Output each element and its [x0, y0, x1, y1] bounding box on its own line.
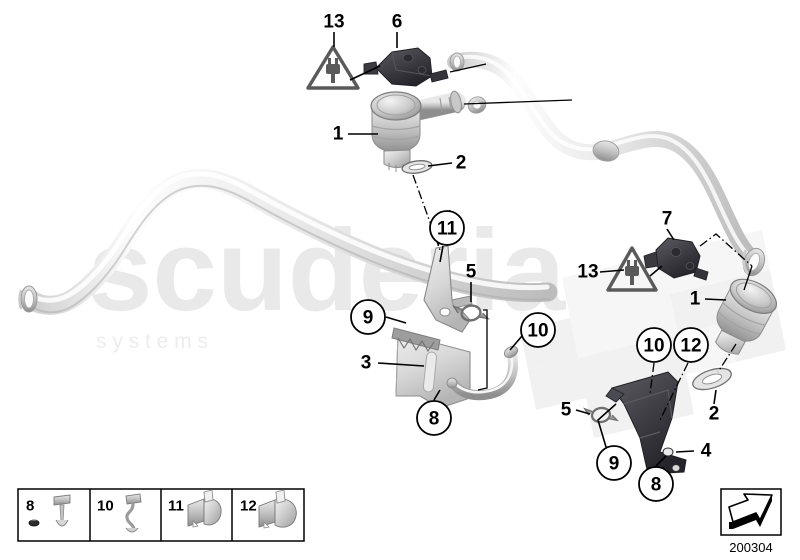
bubble-ring	[596, 445, 632, 481]
callout-bubble-9: 9	[596, 445, 632, 481]
legend-number-10: 10	[97, 498, 114, 515]
main-air-hose	[18, 169, 558, 315]
callout-number-5: 5	[561, 400, 572, 421]
callout-number-13: 13	[577, 262, 598, 283]
connector-warning-right	[606, 246, 658, 292]
bubble-ring	[638, 466, 674, 502]
callout-number-1: 1	[690, 289, 701, 310]
bubble-ring	[350, 299, 386, 335]
bubble-label: 10	[527, 321, 548, 342]
diagram-id-label: 200304	[729, 540, 772, 555]
leader-lines	[333, 32, 753, 453]
callout-bubble-8: 8	[638, 466, 674, 502]
vacuum-line-left	[446, 345, 519, 401]
upper-right-hose	[447, 51, 766, 277]
hose-clip-mid	[467, 96, 487, 114]
pressure-sensor-right	[643, 237, 709, 281]
bubble-label: 12	[680, 336, 701, 357]
bubble-label: 8	[429, 409, 440, 430]
callout-bubble-11: 11	[429, 210, 465, 246]
hose-junction-sleeve	[592, 140, 620, 162]
callout-number-4: 4	[701, 441, 712, 462]
callout-number-3: 3	[361, 353, 372, 374]
callout-number-13: 13	[323, 12, 344, 33]
gasket-right	[692, 367, 732, 391]
watermark-sub: s y s t e m s	[96, 330, 208, 353]
plug-icon-right	[625, 260, 639, 285]
bubble-label: 9	[609, 454, 620, 475]
callout-number-1: 1	[333, 124, 344, 145]
callout-number-2: 2	[709, 404, 720, 425]
callout-bubble-12: 12	[673, 327, 709, 363]
bubble-ring	[429, 210, 465, 246]
bubble-callout-numbers: 8 9 10 11 8 9 10 12	[350, 210, 709, 502]
callout-bubble-10: 10	[636, 327, 672, 363]
legend-part-12	[258, 489, 297, 529]
hose-connector-left	[449, 52, 465, 72]
secondary-air-valve-right	[714, 278, 778, 355]
callout-number-2: 2	[456, 153, 467, 174]
bracket-right	[605, 371, 687, 475]
callout-bubble-9: 9	[350, 299, 386, 335]
callout-bubble-8: 8	[416, 400, 452, 436]
secondary-air-valve-left	[370, 90, 466, 172]
bubble-label: 11	[437, 219, 458, 240]
plug-icon	[326, 58, 340, 83]
bubble-ring	[416, 400, 452, 436]
callout-number-7: 7	[662, 209, 673, 230]
bubble-ring	[636, 327, 672, 363]
legend-numbers: 8 10 11 12	[26, 498, 257, 515]
connector-warning-left	[306, 45, 360, 90]
pressure-sensor-left	[363, 47, 449, 87]
legend-number-8: 8	[26, 498, 34, 515]
direction-arrow-box: 200304	[720, 488, 782, 555]
callout-number-5: 5	[466, 262, 477, 283]
legend-number-11: 11	[168, 498, 184, 515]
bubble-ring	[520, 312, 556, 348]
direction-arrow-icon	[728, 493, 773, 529]
bubble-ring	[673, 327, 709, 363]
bubble-label: 10	[643, 336, 664, 357]
clamp-left	[452, 304, 490, 322]
bubble-label: 9	[363, 308, 374, 329]
legend-part-11	[187, 489, 222, 528]
legend-box: 8 10 11 12	[17, 488, 305, 542]
callout-number-6: 6	[392, 12, 403, 33]
callout-bubble-10: 10	[520, 312, 556, 348]
legend-part-8	[28, 494, 71, 527]
legend-part-10	[125, 493, 142, 533]
hose-right-fitting	[742, 247, 766, 277]
bubble-label: 8	[651, 475, 662, 496]
legend-number-12: 12	[240, 498, 257, 515]
hose-left-fitting	[18, 285, 38, 313]
